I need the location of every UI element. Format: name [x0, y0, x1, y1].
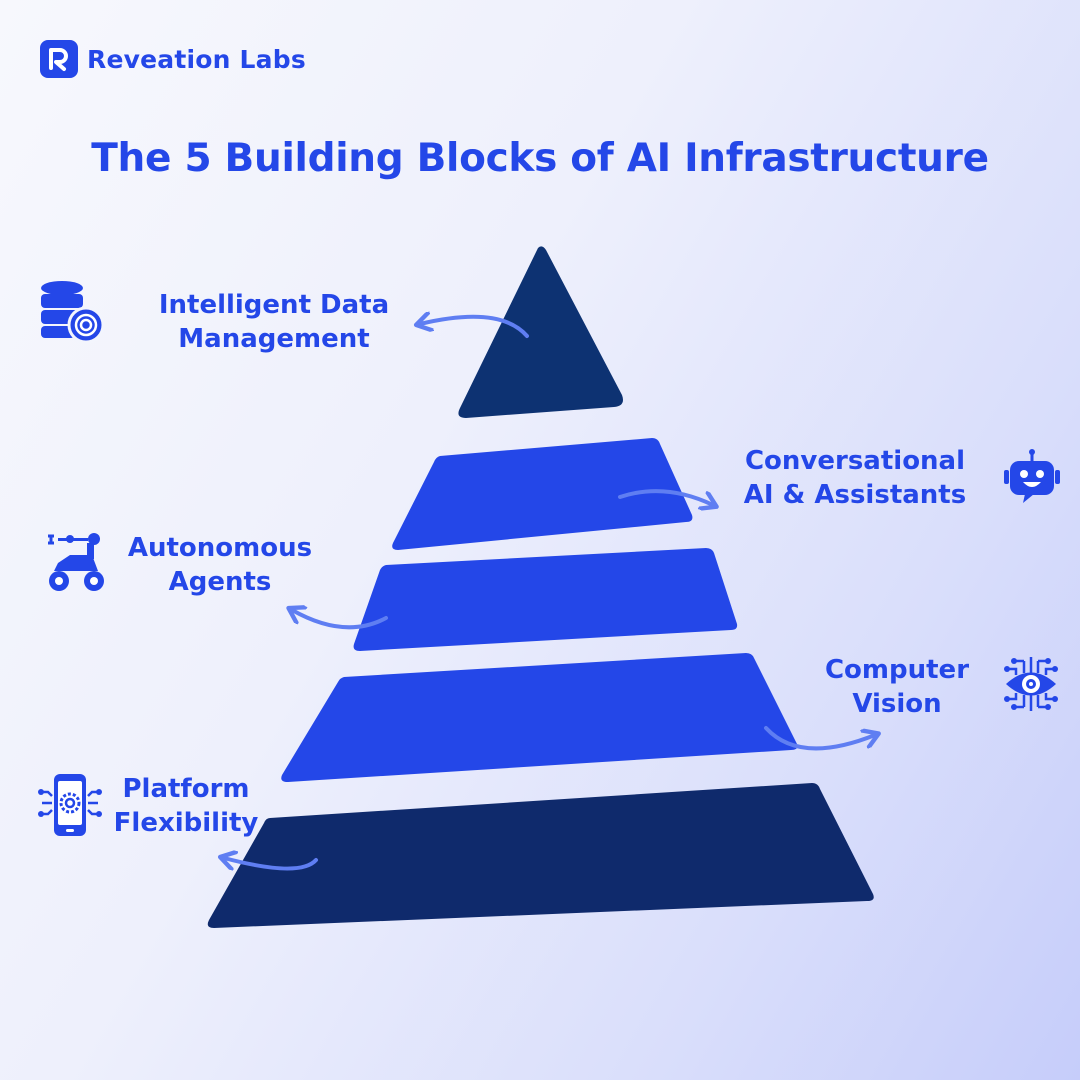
pyramid-tier-4 [281, 653, 798, 782]
chatbot-icon [1004, 449, 1060, 503]
arrow-5 [224, 858, 318, 869]
brand-logo-icon [40, 40, 78, 78]
robot-arm-vehicle-icon [48, 533, 104, 591]
label-line: Computer [824, 655, 970, 685]
label-line: Platform [122, 774, 250, 804]
label-line: Vision [852, 689, 942, 719]
arrow-1 [420, 317, 529, 338]
brand-header: Reveation Labs [40, 40, 306, 78]
label-line: Agents [168, 567, 272, 597]
database-gear-icon [41, 281, 105, 344]
label-line: Autonomous [127, 533, 313, 563]
arrow-4 [764, 726, 875, 751]
brand-name: Reveation Labs [87, 44, 306, 74]
label-autonomous-agents: Autonomous Agents [115, 531, 325, 599]
pyramid-tier-3 [353, 548, 738, 651]
label-line: Management [178, 324, 370, 354]
label-intelligent-data-management: Intelligent Data Management [150, 288, 398, 356]
label-line: Flexibility [113, 808, 259, 838]
circuit-eye-icon [1004, 657, 1058, 711]
pyramid-tier-1 [458, 246, 623, 418]
pyramid-tier-2 [392, 438, 693, 550]
label-conversational-ai: Conversational AI & Assistants [730, 444, 980, 512]
page-title: The 5 Building Blocks of AI Infrastructu… [91, 136, 989, 181]
arrow-3 [292, 610, 388, 630]
mobile-gear-icon [38, 774, 102, 836]
pyramid-tier-5 [207, 783, 874, 928]
label-platform-flexibility: Platform Flexibility [108, 772, 264, 840]
label-line: AI & Assistants [743, 480, 967, 510]
label-line: Intelligent Data [158, 290, 390, 320]
arrow-2 [618, 489, 713, 505]
label-line: Conversational [744, 446, 966, 476]
label-computer-vision: Computer Vision [812, 653, 982, 721]
